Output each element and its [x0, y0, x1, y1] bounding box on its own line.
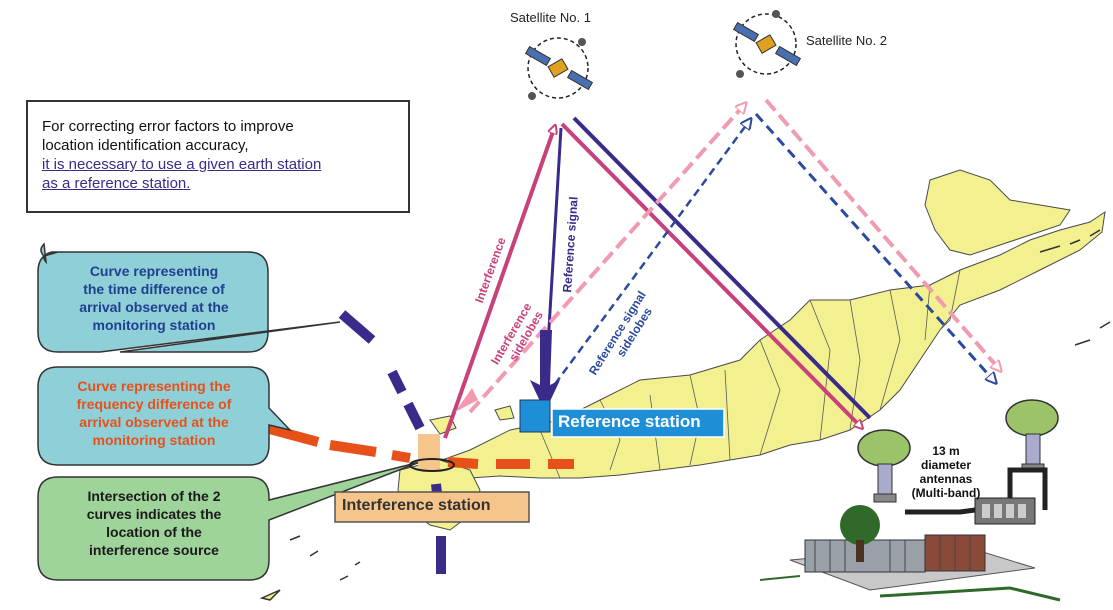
fdoa-line-3: arrival observed at the	[79, 414, 229, 430]
intersection-callout-bubble	[37, 461, 421, 581]
prefecture-lines	[539, 269, 961, 479]
interference-station-label-box	[334, 491, 530, 523]
tdoa-line-4: monitoring station	[92, 317, 216, 333]
interference-source-mark	[409, 458, 455, 472]
note-line-2: location identification accuracy,	[42, 137, 249, 154]
interference-station-marker	[418, 434, 440, 470]
interference-uplink-sat1	[443, 126, 555, 439]
monitoring-building-icon	[759, 505, 1061, 602]
interference-sidelobe-uplink	[468, 104, 745, 414]
intersection-line-3: location of the	[106, 524, 202, 540]
fdoa-callout-text: Curve representing the frequency differe…	[40, 377, 268, 449]
antennas-line-3: (Multi-band)	[911, 486, 981, 500]
satellite-2-icon	[732, 10, 802, 78]
antennas-label: 13 m diameter antennas (Multi-band)	[906, 444, 986, 500]
reference-station-label-box	[551, 408, 725, 438]
fdoa-line-4: monitoring station	[92, 432, 216, 448]
interference-station-label: Interference station	[342, 497, 491, 514]
antenna-2-icon	[1005, 399, 1059, 473]
fdoa-line-1: Curve representing the	[77, 378, 231, 394]
equipment-rack-icon	[905, 467, 1048, 525]
tdoa-callout-bubble	[37, 242, 341, 353]
reference-sidelobe-uplink	[553, 120, 750, 385]
note-line-3: it is necessary to use a given earth sta…	[42, 156, 322, 173]
tdoa-line-1: Curve representing	[89, 263, 219, 279]
interference-downlink-sat1	[560, 122, 862, 428]
satellite-2-label: Satellite No. 2	[806, 33, 887, 48]
northern-island-shape	[924, 169, 1071, 256]
reference-sidelobe-downlink	[754, 113, 995, 382]
intersection-callout-text: Intersection of the 2 curves indicates t…	[40, 487, 268, 559]
antennas-line-1: 13 m diameter	[920, 444, 972, 472]
note-line-1: For correcting error factors to improve	[42, 118, 294, 135]
interference-downlink-arrow-left	[455, 388, 478, 412]
reference-downlink-sat1	[572, 116, 872, 420]
note-line-4: as a reference station.	[42, 175, 191, 192]
tdoa-line-3: arrival observed at the	[79, 299, 229, 315]
tdoa-line-2: the time difference of	[83, 281, 225, 297]
intersection-line-1: Intersection of the 2	[87, 488, 221, 504]
fdoa-callout-bubble	[37, 366, 293, 466]
reference-station-label: Reference station	[558, 412, 701, 431]
tdoa-callout-text: Curve representing the time difference o…	[40, 262, 268, 334]
fdoa-line-2: frequency difference of	[76, 396, 232, 412]
outlying-islands	[259, 229, 1111, 601]
intersection-line-2: curves indicates the	[86, 506, 222, 522]
fdoa-curve	[264, 423, 574, 469]
reference-signal-arrow-down	[530, 330, 560, 412]
satellite-1-icon	[524, 37, 594, 100]
small-island-2	[494, 405, 515, 421]
reference-station-marker	[519, 399, 551, 433]
intersection-line-4: interference source	[89, 542, 219, 558]
antenna-1-icon	[857, 429, 911, 503]
reference-station-note: For correcting error factors to improve …	[26, 100, 410, 213]
satellite-1-label: Satellite No. 1	[510, 10, 591, 25]
antennas-line-2: antennas	[919, 472, 973, 486]
